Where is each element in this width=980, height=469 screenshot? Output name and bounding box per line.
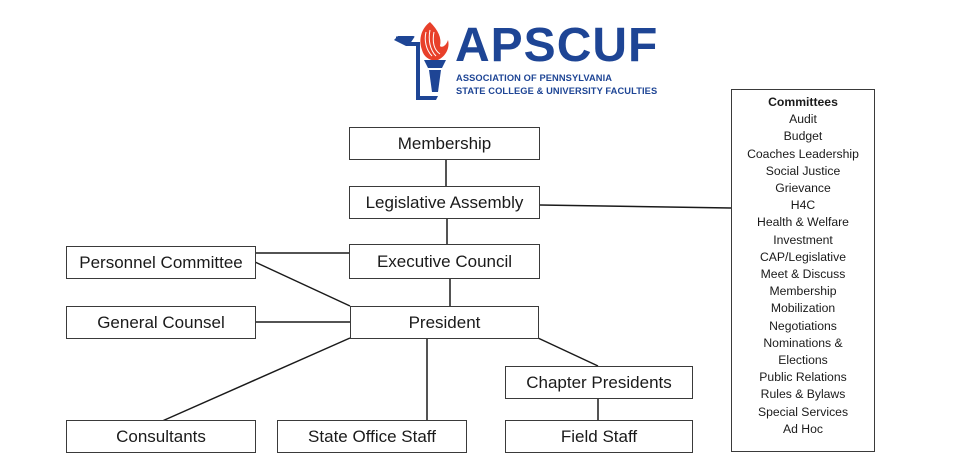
committees-box: Committees Audit Budget Coaches Leadersh… xyxy=(731,89,875,452)
chapter-presidents-box: Chapter Presidents xyxy=(505,366,693,399)
logo-title: APSCUF xyxy=(455,19,659,72)
committee-item: Investment xyxy=(773,232,833,247)
committee-item: Grievance xyxy=(775,181,831,196)
general-counsel-box: General Counsel xyxy=(66,306,256,339)
committee-item: Social Justice xyxy=(765,163,841,178)
field-staff-box: Field Staff xyxy=(505,420,693,453)
committee-item: Nominations & xyxy=(763,335,843,350)
committee-item: Audit xyxy=(789,112,817,127)
president-box: President xyxy=(350,306,539,339)
membership-box: Membership xyxy=(349,127,540,160)
legislative-assembly-box: Legislative Assembly xyxy=(349,186,540,219)
committee-item: Elections xyxy=(778,353,828,368)
committee-item: Coaches Leadership xyxy=(747,146,859,161)
personnel-committee-box: Personnel Committee xyxy=(66,246,256,279)
state-office-staff-box: State Office Staff xyxy=(277,420,467,453)
committees-heading: Committees xyxy=(768,95,838,109)
committee-item: Membership xyxy=(769,284,837,299)
committee-item: Meet & Discuss xyxy=(760,267,846,282)
committee-item: Health & Welfare xyxy=(757,215,849,230)
torch-keystone-icon xyxy=(394,22,449,100)
committee-item: Rules & Bylaws xyxy=(760,387,846,402)
committee-item: Budget xyxy=(783,129,823,144)
consultants-box: Consultants xyxy=(66,420,256,453)
committee-item: Mobilization xyxy=(770,301,836,316)
committee-item: Ad Hoc xyxy=(783,421,823,436)
apscuf-logo: APSCUF ASSOCIATION OF PENNSYLVANIA STATE… xyxy=(392,18,657,100)
executive-council-box: Executive Council xyxy=(349,244,540,279)
committee-item: Negotiations xyxy=(769,318,837,333)
logo-subtitle-line2: STATE COLLEGE & UNIVERSITY FACULTIES xyxy=(456,86,658,96)
committee-item: H4C xyxy=(790,198,816,213)
logo-subtitle-line1: ASSOCIATION OF PENNSYLVANIA xyxy=(456,73,613,83)
committee-item: CAP/Legislative xyxy=(759,249,847,264)
committee-item: Special Services xyxy=(757,404,849,419)
committee-item: Public Relations xyxy=(759,370,847,385)
